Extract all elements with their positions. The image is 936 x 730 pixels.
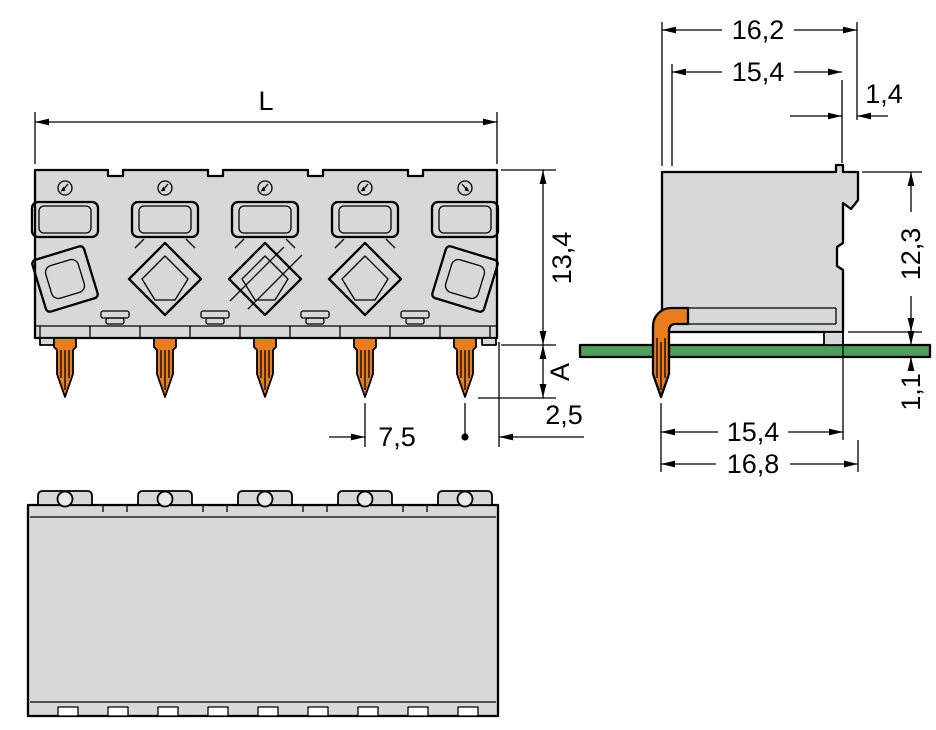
pcb-board: [578, 343, 932, 359]
front-housing: [30, 168, 500, 346]
dim-label-length: L: [258, 86, 273, 116]
latch-bump-hole: [37, 490, 93, 508]
front-view: L 13,4 A 2,5 7,5: [30, 86, 584, 452]
dim-label-overall-depth: 16,8: [727, 449, 780, 479]
dim-label-housing-width: 15,4: [732, 57, 785, 87]
latch-bump-hole: [137, 490, 193, 508]
dim-label-pin-projection: A: [545, 363, 575, 381]
dim-label-height: 13,4: [547, 232, 577, 285]
housing-foot-left: [39, 337, 55, 346]
side-view: 16,2 15,4 1,4 12,3 1,1: [578, 15, 932, 479]
dim-label-pin-edge-offset: 2,5: [545, 400, 583, 430]
dim-label-pcb-thickness: 1,1: [896, 373, 926, 411]
pin-center-marker: [461, 433, 469, 441]
bottom-view: [26, 490, 500, 718]
side-dimensions: 16,2 15,4 1,4 12,3 1,1: [660, 15, 926, 479]
side-pin: [651, 306, 690, 399]
dim-label-pin-to-edge: 15,4: [727, 417, 780, 447]
bottom-housing: [26, 490, 500, 718]
bent-solder-pin: [651, 306, 690, 399]
dim-label-latch-depth: 1,4: [865, 79, 903, 109]
dim-label-housing-height: 12,3: [896, 228, 926, 281]
section-slashes: [229, 246, 303, 310]
housing-foot: [823, 331, 844, 346]
bottom-serration: [57, 706, 479, 717]
housing-foot-right: [481, 337, 497, 346]
dim-label-pin-pitch: 7,5: [378, 422, 416, 452]
latch-bump-hole: [237, 490, 293, 508]
front-dimensions: L 13,4 A 2,5 7,5: [34, 86, 584, 452]
latch-bump-hole: [437, 490, 493, 508]
latch-bump-hole: [337, 490, 393, 508]
dim-label-overall-width: 16,2: [732, 15, 785, 45]
side-housing: [660, 163, 860, 346]
